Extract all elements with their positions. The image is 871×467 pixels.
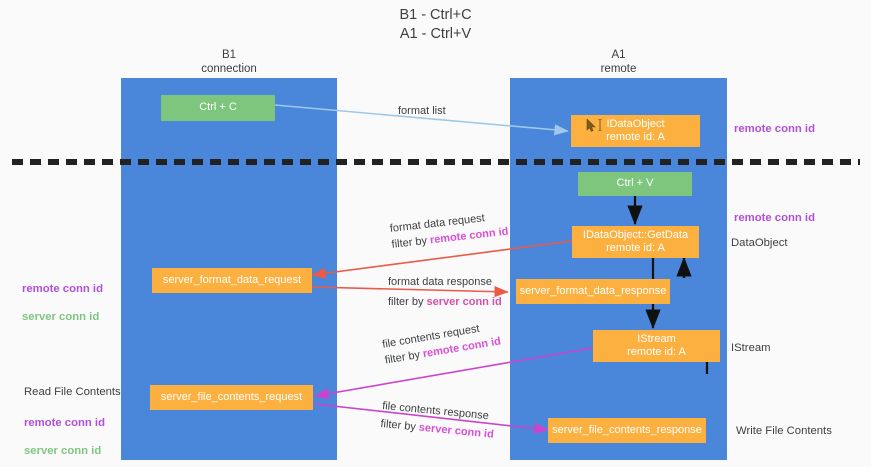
label-istream: IStream <box>731 342 771 354</box>
edge-label-format-data-response-line1: format data response <box>388 276 492 288</box>
filter-prefix: filter by <box>391 234 431 251</box>
box-server-file-contents-request[interactable]: server_file_contents_request <box>150 385 313 410</box>
box-idataobject[interactable]: IDataObject remote id: A <box>571 115 700 147</box>
label-write-file-contents: Write File Contents <box>736 425 832 437</box>
edge-format-list <box>274 104 569 136</box>
edge-file-contents-response <box>314 403 549 435</box>
label-server-conn-id-left-bottom: server conn id <box>24 445 102 457</box>
box-server-format-data-response[interactable]: server_format_data_response <box>516 279 670 304</box>
box-idataobject-getdata[interactable]: IDataObject::GetData remote id: A <box>572 226 699 258</box>
label-left-conn-ids-top: remote conn id server conn id <box>22 268 103 324</box>
box-ctrl-c[interactable]: Ctrl + C <box>161 95 275 121</box>
box-server-format-data-request[interactable]: server_format_data_request <box>152 268 312 293</box>
edge-label-format-list: format list <box>398 103 446 119</box>
edge-label-format-list-text: format list <box>398 105 446 117</box>
label-server-conn-id-left-top: server conn id <box>22 311 100 323</box>
edge-label-format-data-response-line2: filter by server conn id <box>388 294 502 310</box>
label-remote-conn-id-left-top: remote conn id <box>22 283 103 295</box>
label-dataobject: DataObject <box>731 237 788 249</box>
edge-format-data-request <box>311 240 573 279</box>
box-server-file-contents-response[interactable]: server_file_contents_response <box>548 418 706 443</box>
label-remote-conn-id-mid: remote conn id <box>734 212 815 224</box>
filter-prefix-4: filter by <box>379 417 420 434</box>
filter-prefix-2: filter by <box>388 296 427 308</box>
text-caret-icon <box>598 119 602 131</box>
label-remote-conn-id-left-bottom: remote conn id <box>24 417 105 429</box>
lane-header-a1: A1 remote <box>600 49 637 75</box>
edge-format-data-response <box>311 286 509 298</box>
label-left-conn-ids-bottom: remote conn id server conn id <box>24 402 105 458</box>
label-remote-conn-id-top: remote conn id <box>734 123 815 135</box>
label-read-file-contents: Read File Contents <box>24 386 121 398</box>
filter-value-server-conn-id: server conn id <box>426 296 502 308</box>
box-ctrl-v[interactable]: Ctrl + V <box>578 172 692 196</box>
lane-header-b1: B1 connection <box>201 49 257 75</box>
mouse-cursor-icon <box>586 119 596 132</box>
box-istream[interactable]: IStream remote id: A <box>593 330 720 362</box>
page-title: B1 - Ctrl+C A1 - Ctrl+V <box>399 7 472 42</box>
edge-label-format-data-response: format data response filter by server co… <box>388 274 502 310</box>
edge-file-contents-request <box>314 347 593 400</box>
